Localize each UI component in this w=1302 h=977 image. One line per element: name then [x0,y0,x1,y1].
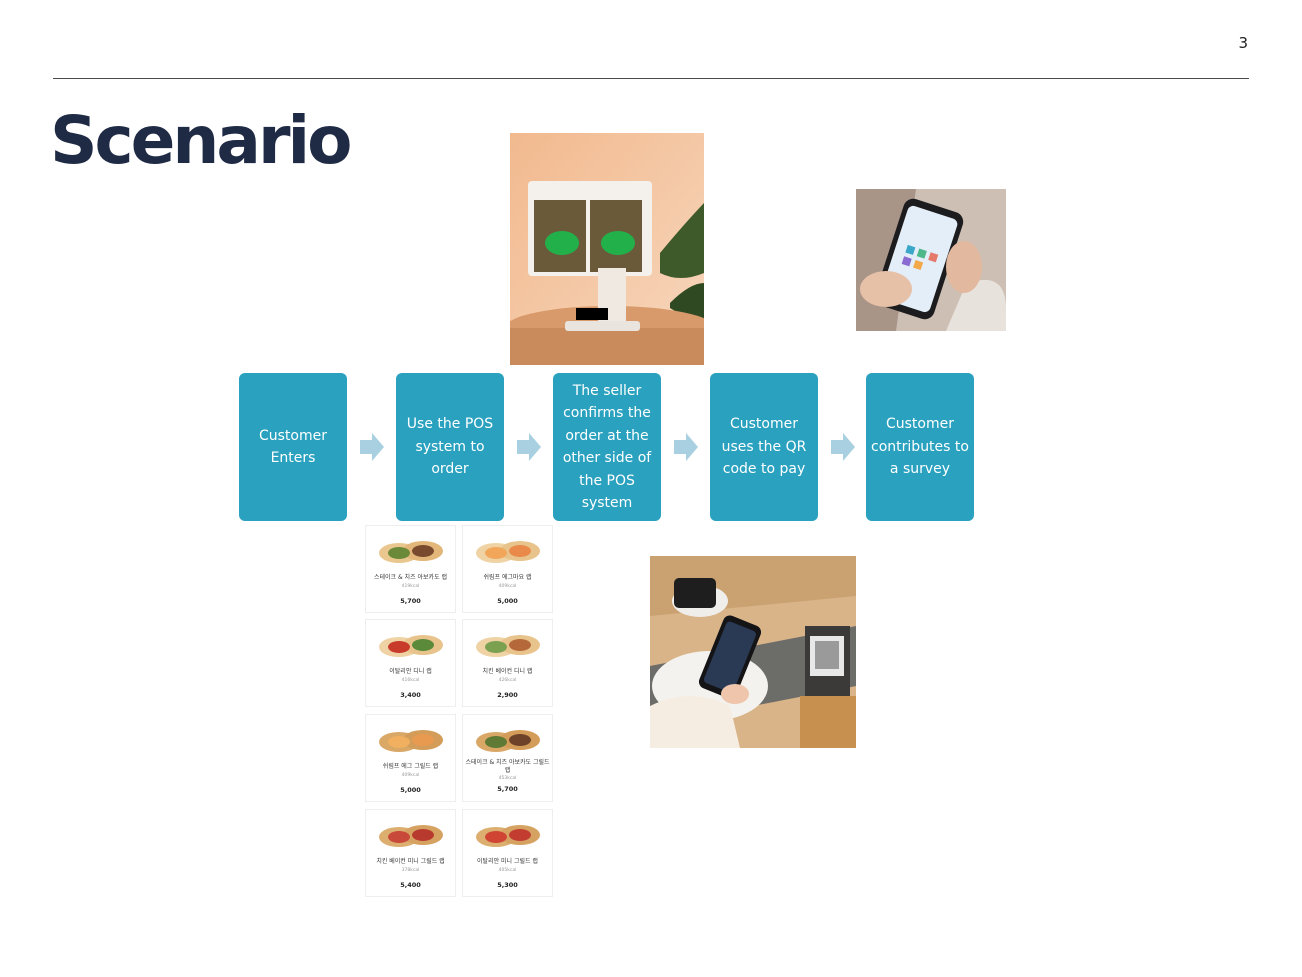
item-price: 5,000 [400,786,421,794]
phone-survey-photo [856,189,1006,331]
menu-grid: 스테이크 & 치즈 아보카도 랩 419kcal 5,700 쉬림프 에그마요 … [364,524,554,904]
right-arrow-icon [360,433,384,461]
wrap-image [379,825,443,847]
wrap-image [476,730,540,752]
item-price: 5,000 [497,597,518,605]
item-price: 5,400 [400,881,421,889]
right-arrow-icon [517,433,541,461]
right-arrow-icon [831,433,855,461]
wrap-image [379,541,443,563]
wrap-image [379,730,443,752]
wrap-image [379,635,443,657]
item-name: 이탈리안 디니 랩 [389,668,432,675]
item-price: 5,300 [497,881,518,889]
item-kcal: 416kcal [401,678,420,683]
item-name: 쉬림프 에그마요 랩 [483,574,532,581]
item-name: 치킨 베이컨 미니 그릴드 랩 [376,858,445,865]
item-name: 이탈리안 미니 그릴드 랩 [477,858,538,865]
slide-title: Scenario [50,102,352,179]
menu-item[interactable]: 이탈리안 미니 그릴드 랩 405kcal 5,300 [462,809,553,897]
item-kcal: 453kcal [498,776,517,781]
menu-item[interactable]: 이탈리안 디니 랩 416kcal 3,400 [365,619,456,707]
item-kcal: 405kcal [498,868,517,873]
wrap-image [476,541,540,563]
header-divider [53,78,1249,79]
item-name: 스테이크 & 치즈 아보카도 랩 [373,574,448,581]
step-survey: Customer contributes to a survey [866,373,974,521]
item-name: 스테이크 & 치즈 아보카도 그릴드 랩 [465,759,550,774]
item-name: 쉬림프 에그 그릴드 랩 [382,763,439,770]
item-price: 3,400 [400,691,421,699]
wrap-image [476,825,540,847]
menu-item[interactable]: 쉬림프 에그 그릴드 랩 409kcal 5,000 [365,714,456,802]
step-qr-pay: Customer uses the QR code to pay [710,373,818,521]
item-kcal: 378kcal [401,868,420,873]
menu-item[interactable]: 쉬림프 에그마요 랩 409kcal 5,000 [462,525,553,613]
item-kcal: 409kcal [401,773,420,778]
wrap-image [476,635,540,657]
step-seller-confirms: The seller confirms the order at the oth… [553,373,661,521]
item-kcal: 426kcal [498,678,517,683]
menu-item[interactable]: 치킨 베이컨 미니 그릴드 랩 378kcal 5,400 [365,809,456,897]
item-price: 5,700 [497,785,518,793]
page-number: 3 [1238,34,1248,52]
item-kcal: 409kcal [498,584,517,589]
item-kcal: 419kcal [401,584,420,589]
qr-payment-photo [650,556,856,748]
menu-item[interactable]: 스테이크 & 치즈 아보카도 랩 419kcal 5,700 [365,525,456,613]
item-name: 치킨 베이컨 디니 랩 [482,668,533,675]
menu-item[interactable]: 스테이크 & 치즈 아보카도 그릴드 랩 453kcal 5,700 [462,714,553,802]
step-use-pos: Use the POS system to order [396,373,504,521]
pos-device-photo [510,133,704,365]
step-customer-enters: Customer Enters [239,373,347,521]
item-price: 2,900 [497,691,518,699]
menu-item[interactable]: 치킨 베이컨 디니 랩 426kcal 2,900 [462,619,553,707]
right-arrow-icon [674,433,698,461]
item-price: 5,700 [400,597,421,605]
